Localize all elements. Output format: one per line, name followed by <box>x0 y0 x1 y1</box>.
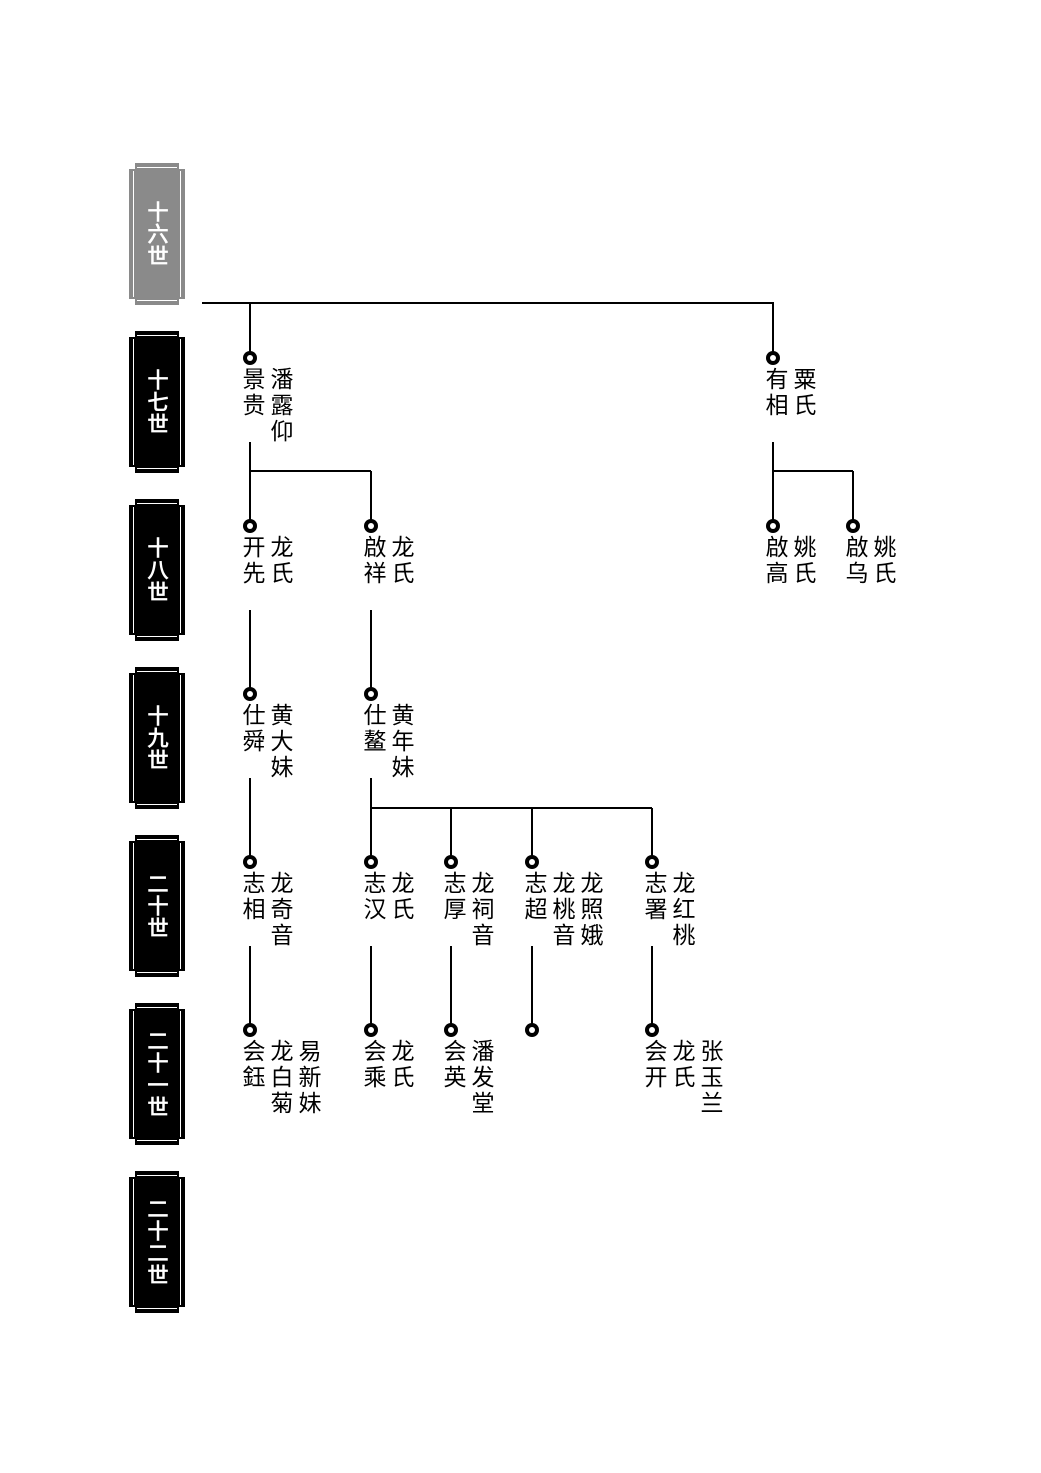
spouse-name: 姚氏 <box>869 535 895 587</box>
person-node-marker[interactable] <box>525 1023 539 1037</box>
generation-label: 十九世 <box>145 705 169 771</box>
spouse-name: 龙氏 <box>387 535 413 587</box>
generation-tab-16: 十六世 <box>129 163 185 305</box>
person-node-marker[interactable] <box>364 519 378 533</box>
person-node-marker[interactable] <box>243 1023 257 1037</box>
person-name: 会英 <box>439 1039 465 1091</box>
person-name: 志相 <box>238 871 264 923</box>
generation-label: 二十世 <box>145 873 169 939</box>
person-node-marker[interactable] <box>364 687 378 701</box>
spouse-name: 龙氏 <box>387 871 413 923</box>
generation-label: 十八世 <box>145 537 169 603</box>
spouse-name-second: 张玉兰 <box>696 1039 722 1117</box>
generation-tab-20: 二十世 <box>129 835 185 977</box>
person-name: 志署 <box>640 871 666 923</box>
person-node-marker[interactable] <box>766 519 780 533</box>
person-node-marker[interactable] <box>444 1023 458 1037</box>
person-node-marker[interactable] <box>846 519 860 533</box>
person-node-marker[interactable] <box>645 1023 659 1037</box>
person-node-marker[interactable] <box>243 687 257 701</box>
person-name: 开先 <box>238 535 264 587</box>
person-node-marker[interactable] <box>243 855 257 869</box>
person-node-marker[interactable] <box>525 855 539 869</box>
person-name: 会乘 <box>359 1039 385 1091</box>
generation-label: 十七世 <box>145 369 169 435</box>
generation-tab-22: 二十二世 <box>129 1171 185 1313</box>
generation-tab-21: 二十一世 <box>129 1003 185 1145</box>
generation-label: 二十二世 <box>145 1198 169 1286</box>
spouse-name: 黄大妹 <box>266 703 292 781</box>
person-name: 志厚 <box>439 871 465 923</box>
generation-label: 十六世 <box>145 201 169 267</box>
person-name: 志汉 <box>359 871 385 923</box>
spouse-name: 潘露仰 <box>266 367 292 445</box>
spouse-name: 龙红桃 <box>668 871 694 949</box>
person-name: 仕舜 <box>238 703 264 755</box>
spouse-name: 龙桃音 <box>548 871 574 949</box>
spouse-name: 黄年妹 <box>387 703 413 781</box>
person-name: 仕鳌 <box>359 703 385 755</box>
spouse-name: 龙氏 <box>387 1039 413 1091</box>
person-name: 啟高 <box>761 535 787 587</box>
person-node-marker[interactable] <box>444 855 458 869</box>
spouse-name: 龙祠音 <box>467 871 493 949</box>
spouse-name-second: 易新妹 <box>294 1039 320 1117</box>
person-node-marker[interactable] <box>766 351 780 365</box>
person-name: 有相 <box>761 367 787 419</box>
spouse-name: 龙氏 <box>668 1039 694 1091</box>
spouse-name: 龙奇音 <box>266 871 292 949</box>
spouse-name-second: 龙照娥 <box>576 871 602 949</box>
person-node-marker[interactable] <box>645 855 659 869</box>
person-name: 会开 <box>640 1039 666 1091</box>
spouse-name: 姚氏 <box>789 535 815 587</box>
spouse-name: 潘发堂 <box>467 1039 493 1117</box>
person-node-marker[interactable] <box>243 519 257 533</box>
person-node-marker[interactable] <box>243 351 257 365</box>
spouse-name: 龙白菊 <box>266 1039 292 1117</box>
person-name: 会鈺 <box>238 1039 264 1091</box>
generation-tab-19: 十九世 <box>129 667 185 809</box>
person-node-marker[interactable] <box>364 855 378 869</box>
person-name: 啟祥 <box>359 535 385 587</box>
person-name: 啟乌 <box>841 535 867 587</box>
spouse-name: 龙氏 <box>266 535 292 587</box>
spouse-name: 粟氏 <box>789 367 815 419</box>
generation-tab-18: 十八世 <box>129 499 185 641</box>
person-node-marker[interactable] <box>364 1023 378 1037</box>
generation-label: 二十一世 <box>145 1030 169 1118</box>
person-name: 志超 <box>520 871 546 923</box>
generation-tab-17: 十七世 <box>129 331 185 473</box>
person-name: 景贵 <box>238 367 264 419</box>
